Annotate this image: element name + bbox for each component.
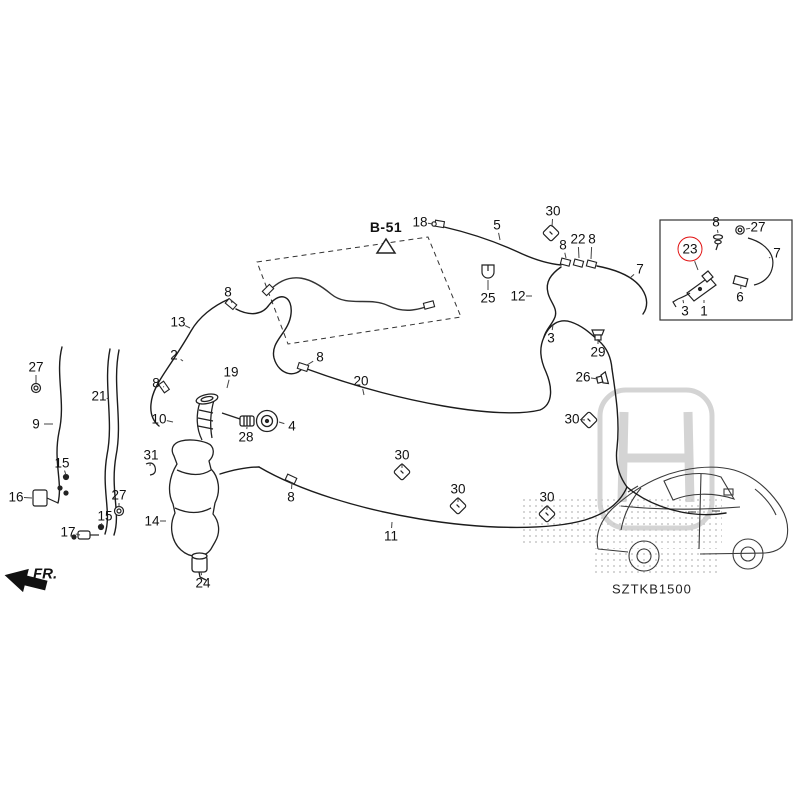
leader-lines — [23, 218, 771, 576]
clips-30 — [393, 224, 598, 523]
hose-connectors — [157, 219, 598, 485]
cap-28 — [239, 415, 255, 427]
washer-reservoir — [168, 393, 279, 581]
inset-dashed-box — [256, 236, 462, 345]
b51-arrow-icon — [375, 237, 397, 254]
rear-nozzle-detail-box — [659, 219, 793, 321]
washer-hoses — [56, 226, 727, 536]
front-label: FR. — [33, 565, 58, 583]
car-sketch — [596, 466, 789, 572]
front-direction-arrow-icon — [4, 568, 48, 593]
small-parts — [30, 264, 610, 540]
gasket-4 — [255, 409, 279, 433]
diagram-code: SZTKB1500 — [612, 581, 692, 597]
reference-label: B-51 — [369, 219, 403, 235]
washer-pump-24 — [191, 552, 208, 581]
